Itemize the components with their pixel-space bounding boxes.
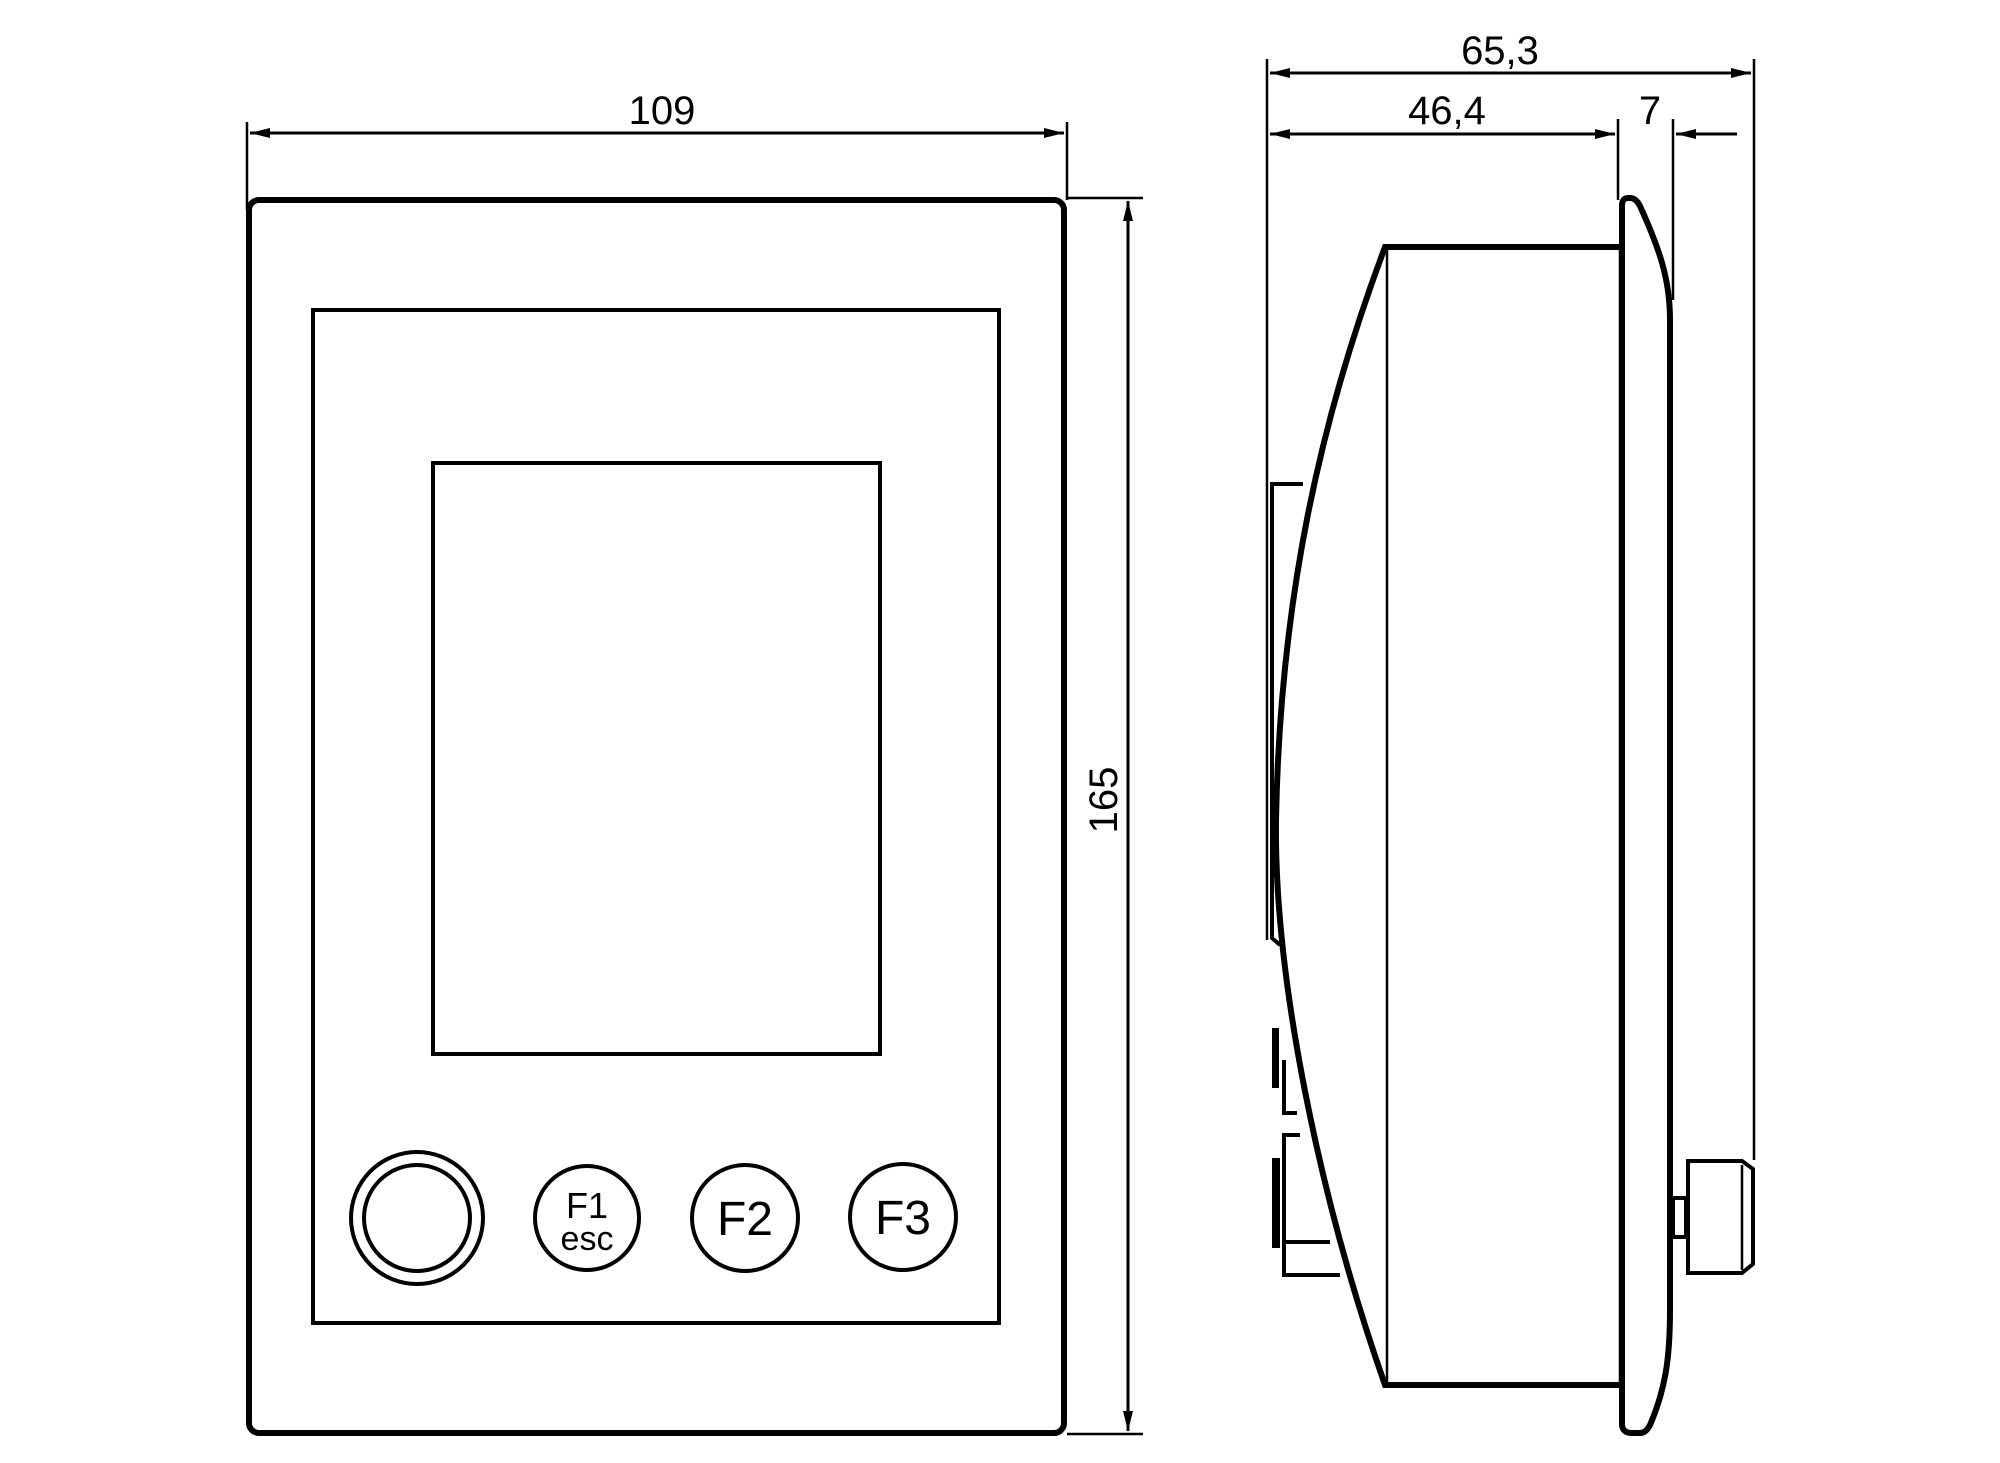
f2-button[interactable]: F2 — [690, 1163, 800, 1273]
knob[interactable] — [1671, 1159, 1755, 1275]
knob-shaft — [1671, 1196, 1688, 1239]
flange-dimension-label: 7 — [1639, 89, 1661, 133]
knob-body — [1686, 1159, 1755, 1275]
height-dimension: 165 — [1067, 196, 1143, 1436]
display-screen — [431, 461, 882, 1056]
f3-label: F3 — [875, 1192, 931, 1245]
f2-label: F2 — [717, 1193, 773, 1246]
main-button[interactable] — [349, 1150, 485, 1286]
width-dimension: 109 — [245, 89, 1069, 210]
body-depth-dimension: 46,4 — [1270, 89, 1615, 139]
esc-label: esc — [561, 1220, 614, 1258]
connectors — [1272, 1028, 1340, 1277]
front-view: 109 165 F1 esc F2 — [245, 89, 1143, 1436]
main-button-outer-ring — [349, 1150, 485, 1286]
f1-label: F1 — [566, 1185, 608, 1226]
height-dimension-label: 165 — [1082, 767, 1126, 834]
overall-depth-dimension: 65,3 — [1270, 29, 1751, 78]
mounting-bracket — [1270, 482, 1303, 947]
front-flange-outline — [1619, 195, 1673, 1436]
side-view: 65,3 46,4 7 — [1265, 29, 1756, 1436]
main-button-inner-ring — [362, 1163, 472, 1273]
rear-housing-outline — [1272, 244, 1620, 1388]
housing-outline — [246, 197, 1067, 1436]
f1-esc-button[interactable]: F1 esc — [533, 1164, 641, 1272]
width-dimension-label: 109 — [629, 89, 696, 133]
overall-depth-label: 65,3 — [1461, 29, 1539, 73]
bezel-frame — [311, 308, 1001, 1325]
f3-button[interactable]: F3 — [848, 1162, 958, 1272]
flange-dimension: 7 — [1639, 89, 1737, 139]
body-depth-label: 46,4 — [1408, 89, 1486, 133]
